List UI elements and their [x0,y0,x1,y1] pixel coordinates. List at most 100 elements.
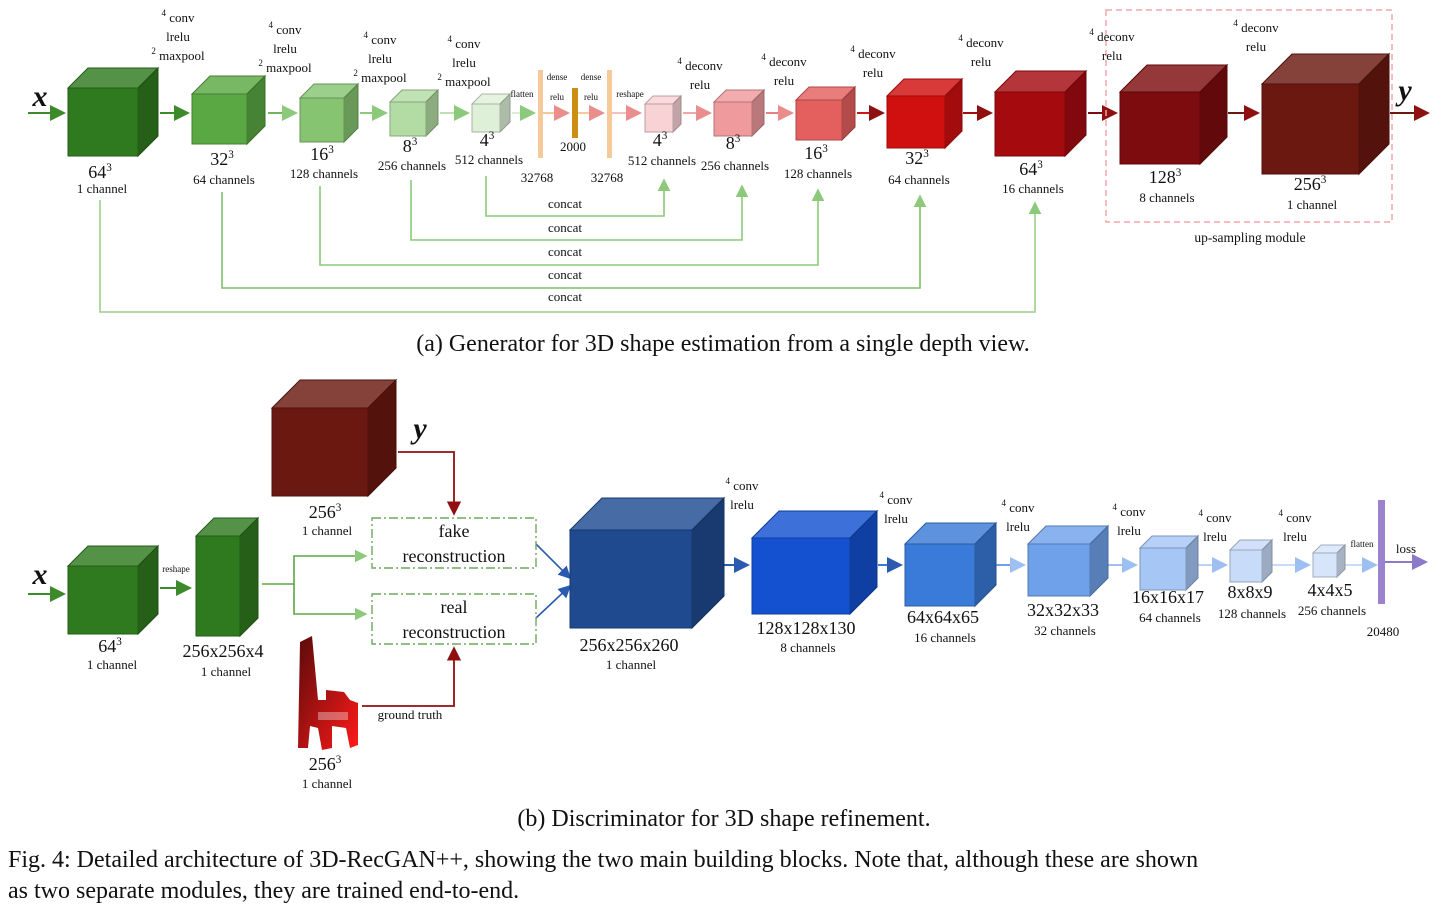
real-label-2: reconstruction [403,622,506,642]
decoder-cube-d5 [1118,63,1229,166]
op-dec-1-l2: relu [774,73,795,88]
op-dec-4-l1: 4 deconv [1089,27,1135,44]
label-relu-1: relu [550,92,564,102]
upsampling-module-box [1105,9,1393,223]
arrow-gt-to-real [362,646,462,707]
encoder-dim-g0: 643 [88,162,112,182]
label-reshape: reshape [616,89,643,99]
disc-channels-b2: 16 channels [914,630,976,645]
disc-gt-dim: 2563 [309,754,342,774]
label-2000: 2000 [560,139,586,154]
disc-reshape-label: reshape [162,564,189,574]
disc-cube-b1 [750,509,879,616]
disc-cube-b0 [568,496,726,630]
decoder-channels-d0: 512 channels [628,153,696,168]
decoder-channels-d3: 64 channels [888,172,950,187]
disc-slab [194,516,260,638]
op-dec-1-l1: 4 deconv [761,52,807,69]
encoder-channels-g2: 128 channels [290,166,358,181]
disc-dim-b3: 32x32x33 [1027,600,1099,620]
fake-label-2: reconstruction [403,546,506,566]
disc-channels-b0: 1 channel [606,657,657,672]
concat-connector-3 [221,192,927,289]
real-label-1: real [441,597,468,617]
op-disc-b4-l2: lrelu [1117,523,1141,538]
op-enc-4-l3: 2 maxpool [437,72,491,89]
op-dec-3-l2: relu [971,54,992,69]
disc-y-label: y [410,412,427,445]
op-disc-b5-l1: 4 conv [1198,508,1232,525]
disc-cube-b0-front [569,529,693,629]
decoder-cube-d4 [993,69,1088,158]
ground-truth-chair-shape [298,636,358,750]
decoder-cube-d1-front [713,101,753,137]
encoder-dim-g2: 163 [310,144,334,164]
op-enc-3-l3: 2 maxpool [353,68,407,85]
decoder-channels-d5: 8 channels [1139,190,1194,205]
disc-slab-channels: 1 channel [201,664,252,679]
decoder-cube-d2-front [795,99,843,141]
disc-y-channels: 1 channel [302,523,353,538]
encoder-dim-g3: 83 [403,136,418,156]
caption-discriminator: (b) Discriminator for 3D shape refinemen… [517,806,930,832]
label-dense-2: dense [581,72,602,82]
disc-cube-b2 [903,521,998,608]
op-disc-b5-l2: lrelu [1203,529,1227,544]
op-enc-3-l2: lrelu [368,51,392,66]
disc-channels-b6: 256 channels [1298,603,1366,618]
disc-dim-b6: 4x4x5 [1308,580,1353,600]
op-dec-5-l1: 4 deconv [1233,18,1279,35]
encoder-cube-g3-front [389,101,427,137]
decoder-dim-d3: 323 [905,148,929,168]
encoder-dim-g1: 323 [210,149,234,169]
fake-reconstruction-box [371,517,537,569]
op-dec-4-l2: relu [1102,48,1123,63]
connector-layer [28,105,1430,707]
op-enc-1-l1: 4 conv [161,8,195,25]
decoder-dim-d0: 43 [653,130,668,150]
decoder-channels-d4: 16 channels [1002,181,1064,196]
op-disc-b1-l2: lrelu [730,497,754,512]
decoder-cube-d5-front [1119,91,1201,165]
label-32768-b: 32768 [591,170,624,185]
disc-x-cube-front [67,565,139,635]
op-dec-0-l1: 4 deconv [677,56,723,73]
op-dec-0-l2: relu [690,77,711,92]
disc-x-cube [66,544,160,636]
decoder-channels-d6: 1 channel [1287,197,1338,212]
disc-cube-b3-front [1027,543,1091,597]
label-32768-a: 32768 [521,170,554,185]
disc-slab-dim: 256x256x4 [183,641,264,661]
chair-seat-gap [318,712,348,720]
figure-caption-line-1: Fig. 4: Detailed architecture of 3D-RecG… [8,847,1198,873]
arrow-slab-fake [262,549,368,585]
fake-label-1: fake [439,521,470,541]
op-dec-2-l2: relu [863,65,884,80]
disc-y-cube-front [271,407,369,497]
disc-slab-front [195,535,241,637]
upsampling-module-label: up-sampling module [1194,230,1305,245]
output-y-label: y [1395,74,1412,107]
decoder-cube-d3 [885,77,964,150]
arrow-y-to-fake [398,451,462,516]
disc-channels-b5: 128 channels [1218,606,1286,621]
decoder-cube-d6-front [1261,83,1360,175]
disc-channels-b4: 64 channels [1139,610,1201,625]
arrow-real-to-disc [535,584,572,619]
op-disc-b6-l1: 4 conv [1278,508,1312,525]
op-disc-b3-l1: 4 conv [1001,498,1035,515]
encoder-dim-g4: 43 [480,130,495,150]
encoder-cube-g1-front [191,93,248,145]
encoder-cube-g3 [388,88,440,138]
op-dec-2-l1: 4 deconv [850,44,896,61]
disc-loss-label: loss [1396,541,1416,556]
decoder-channels-d2: 128 channels [784,166,852,181]
op-enc-2-l3: 2 maxpool [258,58,312,75]
disc-slab-side [239,516,259,638]
concat-label-4: concat [548,289,582,304]
decoder-cube-d0 [643,94,683,134]
op-disc-b1-l1: 4 conv [725,476,759,493]
disc-cube-b2-front [904,543,976,607]
